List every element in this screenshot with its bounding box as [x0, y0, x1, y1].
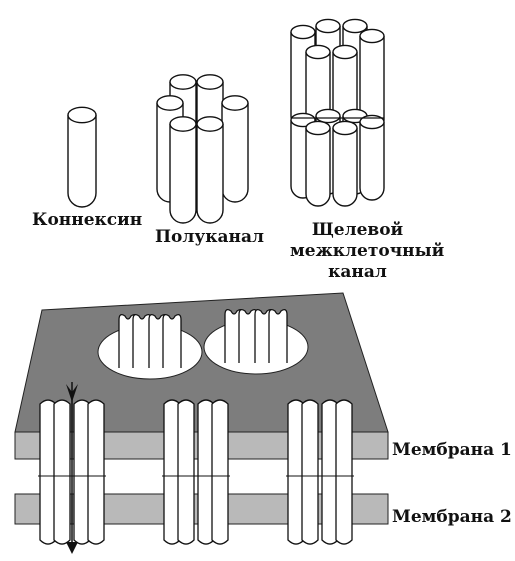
- channel-subunit: [336, 400, 352, 544]
- hemichannel-subunit: [170, 117, 196, 223]
- hole-channel-subunit: [269, 310, 287, 363]
- connexin-subunit: [68, 107, 96, 207]
- label-connexin: Коннексин: [32, 210, 142, 231]
- label-membrane-2: Мембрана 2: [392, 507, 512, 528]
- hemichannel-subunit: [197, 117, 223, 223]
- hemichannel-subunit: [222, 96, 248, 202]
- gap-channel-subunit-lower: [360, 115, 384, 200]
- gap-channel-subunit-lower: [306, 121, 330, 206]
- hemichannel-bundle: [157, 75, 248, 223]
- label-gap-channel-line-2: межклеточный: [290, 241, 425, 262]
- gap-channel-subunit-lower: [333, 121, 357, 206]
- label-hemichannel: Полуканал: [155, 227, 264, 248]
- channel-subunit: [212, 400, 228, 544]
- channel-subunit: [178, 400, 194, 544]
- gap-channel-bundle: [291, 19, 384, 206]
- channel-subunit: [302, 400, 318, 544]
- hole-channel-subunit: [239, 310, 257, 363]
- channel-subunit: [54, 400, 70, 544]
- label-gap-channel-line-3: канал: [290, 262, 425, 283]
- label-gap-channel: Щелевой межклеточный канал: [290, 220, 425, 283]
- label-membrane-1: Мембрана 1: [392, 440, 512, 461]
- hole-channel-subunit: [163, 315, 181, 368]
- label-gap-channel-line-1: Щелевой: [290, 220, 425, 241]
- channel-subunit: [88, 400, 104, 544]
- connexin-cylinder: [68, 107, 96, 207]
- hole-channel-subunit: [133, 315, 151, 368]
